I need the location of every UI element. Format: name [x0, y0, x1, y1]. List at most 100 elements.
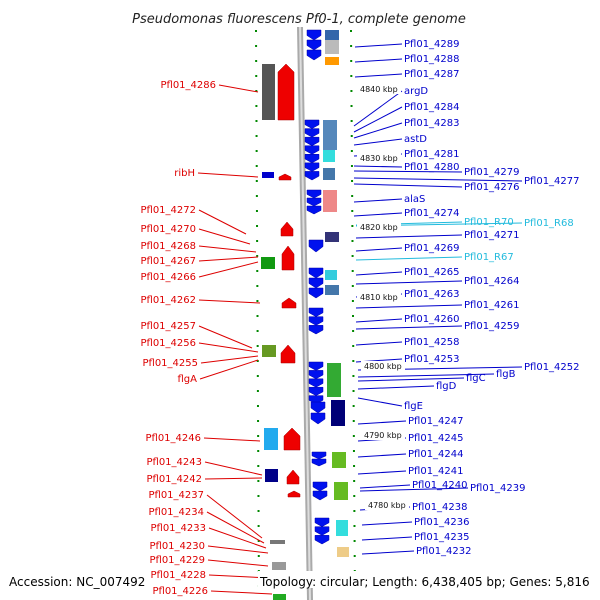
left-gene-block: [262, 64, 275, 120]
right-gene-label[interactable]: Pfl01_4274: [404, 208, 460, 219]
right-gene-label[interactable]: Pfl01_4279: [464, 167, 520, 178]
right-gene-label[interactable]: Pfl01_4244: [408, 449, 464, 460]
right-label-connector: [353, 170, 463, 173]
right-label-connector: [355, 234, 463, 239]
right-gene-label[interactable]: Pfl01_R67: [464, 252, 514, 263]
right-gene-label[interactable]: alaS: [404, 194, 425, 205]
right-gene-label[interactable]: Pfl01_4260: [404, 314, 460, 325]
right-gene-label[interactable]: Pfl01_4261: [464, 300, 520, 311]
right-label-connector: [359, 487, 469, 492]
left-gene-label[interactable]: Pfl01_4286: [160, 80, 216, 91]
right-gene-label[interactable]: Pfl01_4284: [404, 102, 460, 113]
left-gene-block: [273, 594, 286, 600]
right-gene-label[interactable]: Pfl01_R68: [524, 218, 574, 229]
left-gene-label[interactable]: Pfl01_4257: [140, 321, 196, 332]
left-gene-arrow: [278, 173, 292, 181]
right-gene-arrow: [304, 119, 320, 129]
right-gene-label[interactable]: Pfl01_4264: [464, 276, 520, 287]
right-gene-label[interactable]: Pfl01_4281: [404, 149, 460, 160]
left-gene-label[interactable]: Pfl01_4255: [142, 358, 198, 369]
kbp-marker-bg: [357, 292, 401, 302]
left-gene-label[interactable]: Pfl01_4270: [140, 224, 196, 235]
left-gene-label[interactable]: Pfl01_4230: [149, 541, 205, 552]
right-gene-label[interactable]: Pfl01_4253: [404, 354, 460, 365]
left-label-connector: [210, 590, 273, 595]
right-gene-label[interactable]: Pfl01_4239: [470, 483, 526, 494]
left-gene-block: [261, 257, 275, 269]
left-label-connector: [206, 494, 263, 539]
left-gene-block: [270, 540, 285, 544]
right-label-connector: [355, 256, 463, 261]
left-gene-label[interactable]: Pfl01_4243: [146, 457, 202, 468]
right-gene-label[interactable]: Pfl01_4235: [414, 532, 470, 543]
left-gene-label[interactable]: Pfl01_4228: [150, 570, 206, 581]
right-gene-label[interactable]: Pfl01_4287: [404, 69, 460, 80]
kbp-marker-bg: [365, 500, 409, 510]
right-gene-block: [332, 452, 346, 468]
right-gene-label[interactable]: Pfl01_4245: [408, 433, 464, 444]
right-gene-label[interactable]: Pfl01_4238: [412, 502, 468, 513]
left-gene-label[interactable]: Pfl01_4229: [149, 555, 205, 566]
left-gene-label[interactable]: flgA: [178, 374, 198, 385]
left-gene-label[interactable]: Pfl01_4233: [150, 523, 206, 534]
left-gene-label[interactable]: Pfl01_4242: [146, 474, 202, 485]
left-gene-label[interactable]: Pfl01_4272: [140, 205, 196, 216]
right-gene-label[interactable]: Pfl01_4289: [404, 39, 460, 50]
right-gene-arrow: [304, 154, 320, 164]
right-label-connector: [353, 122, 403, 139]
left-gene-label[interactable]: Pfl01_4226: [152, 586, 208, 597]
left-gene-block: [272, 562, 286, 570]
right-gene-label[interactable]: Pfl01_R70: [464, 217, 514, 228]
left-label-connector: [198, 299, 261, 304]
left-gene-label[interactable]: Pfl01_4256: [140, 338, 196, 349]
left-gene-label[interactable]: Pfl01_4237: [148, 490, 204, 501]
right-gene-label[interactable]: Pfl01_4263: [404, 289, 460, 300]
right-gene-label[interactable]: Pfl01_4258: [404, 337, 460, 348]
right-gene-label[interactable]: Pfl01_4265: [404, 267, 460, 278]
tick-track-right: [350, 29, 356, 600]
right-gene-label[interactable]: astD: [404, 134, 427, 145]
right-gene-label[interactable]: Pfl01_4236: [414, 517, 470, 528]
left-gene-label[interactable]: Pfl01_4266: [140, 272, 196, 283]
right-gene-label[interactable]: Pfl01_4288: [404, 54, 460, 65]
right-label-connector: [355, 280, 463, 285]
right-gene-label[interactable]: flgE: [404, 401, 423, 412]
right-gene-label[interactable]: Pfl01_4240: [412, 480, 468, 491]
right-gene-label[interactable]: Pfl01_4277: [524, 176, 580, 187]
kbp-marker-bg: [361, 361, 405, 371]
right-gene-label[interactable]: Pfl01_4252: [524, 362, 580, 373]
right-gene-label[interactable]: Pfl01_4241: [408, 466, 464, 477]
left-gene-label[interactable]: Pfl01_4262: [140, 295, 196, 306]
right-gene-label[interactable]: flgD: [436, 381, 457, 392]
right-gene-arrow: [314, 535, 330, 545]
right-gene-label[interactable]: Pfl01_4232: [416, 546, 472, 557]
right-gene-block: [325, 30, 339, 40]
right-gene-label[interactable]: Pfl01_4276: [464, 182, 520, 193]
right-gene-label[interactable]: Pfl01_4283: [404, 118, 460, 129]
left-gene-label[interactable]: Pfl01_4246: [145, 433, 201, 444]
left-gene-label[interactable]: Pfl01_4268: [140, 241, 196, 252]
right-gene-label[interactable]: Pfl01_4269: [404, 243, 460, 254]
right-gene-label[interactable]: Pfl01_4280: [404, 162, 460, 173]
right-gene-label[interactable]: flgC: [466, 373, 486, 384]
right-gene-arrow: [304, 128, 320, 138]
left-gene-block: [262, 172, 274, 178]
left-gene-label[interactable]: Pfl01_4234: [148, 507, 204, 518]
left-label-connector: [199, 359, 259, 380]
right-gene-label[interactable]: argD: [404, 86, 428, 97]
right-gene-block: [331, 400, 345, 426]
right-label-connector: [357, 377, 465, 382]
right-gene-label[interactable]: Pfl01_4259: [464, 321, 520, 332]
right-label-connector: [355, 304, 463, 309]
kbp-marker-bg: [361, 430, 405, 440]
left-gene-label[interactable]: ribH: [174, 168, 195, 179]
right-gene-label[interactable]: Pfl01_4271: [464, 230, 520, 241]
right-label-connector: [357, 470, 407, 475]
left-gene-label[interactable]: Pfl01_4267: [140, 256, 196, 267]
right-gene-label[interactable]: Pfl01_4247: [408, 416, 464, 427]
right-gene-label[interactable]: flgB: [496, 369, 516, 380]
kbp-marker: 4780 kbp: [368, 501, 406, 510]
